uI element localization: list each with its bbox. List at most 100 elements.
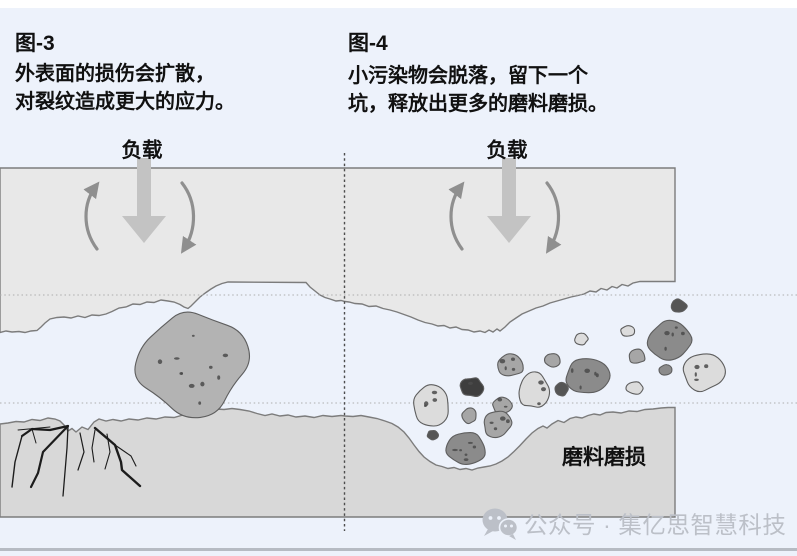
particle-speckle <box>584 368 590 373</box>
particle-speckle <box>188 383 195 388</box>
top-margin-strip <box>0 0 797 8</box>
lower-surface <box>0 406 676 518</box>
particle-speckle <box>459 449 462 452</box>
figure4-load-label: 负载 <box>487 138 528 162</box>
particle-speckle <box>464 453 468 456</box>
particle-speckle <box>209 365 213 369</box>
bottom-border-line <box>0 548 797 551</box>
particle-speckle <box>579 385 582 390</box>
particle-speckle <box>222 353 229 358</box>
particle-speckle <box>681 331 685 336</box>
wear-particle <box>459 377 485 398</box>
particle-speckle <box>694 372 697 377</box>
crack-line <box>20 424 70 438</box>
particle-speckle <box>432 398 438 402</box>
wear-particle <box>574 332 589 346</box>
particle-speckle <box>504 366 507 371</box>
particle-speckle <box>664 331 670 336</box>
wear-particle <box>682 353 726 393</box>
particle-speckle <box>664 346 667 351</box>
particle-speckle <box>674 326 678 329</box>
wear-particle <box>413 384 449 427</box>
crack-line <box>31 428 37 444</box>
particle-speckle <box>424 404 427 408</box>
wear-particle <box>134 311 250 419</box>
particle-speckle <box>217 375 221 380</box>
crack-line <box>17 426 51 431</box>
particle-field-right <box>413 298 726 466</box>
particle-speckle <box>537 402 541 406</box>
particle-speckle <box>198 401 202 405</box>
wear-particle <box>554 381 569 397</box>
wear-particle <box>497 353 524 377</box>
figure4-caption-line2: 坑，释放出更多的磨料磨损。 <box>348 91 608 115</box>
particle-speckle <box>431 390 438 395</box>
figure3-caption-line1: 外表面的损伤会扩散， <box>15 61 215 85</box>
figure4-label: 图-4 <box>348 32 388 55</box>
particle-speckle <box>570 368 574 373</box>
load-arrow-right <box>487 158 531 243</box>
rotation-arrow-right-down <box>545 181 562 254</box>
wear-particle <box>426 430 440 441</box>
particle-speckle <box>180 372 184 375</box>
crack-line <box>104 433 111 470</box>
crack-line <box>77 432 85 471</box>
particle-speckle <box>500 416 506 421</box>
particle-speckle <box>174 357 180 360</box>
watermark: 公众号 · 集亿思智慧科技 <box>482 508 786 540</box>
particle-field-left <box>134 311 250 419</box>
particle-speckle <box>594 371 597 376</box>
figure3-load-label: 负载 <box>122 138 163 162</box>
particle-speckle <box>499 359 506 364</box>
figure4-caption-line1: 小污染物会脱落，留下一个 <box>348 63 589 87</box>
particle-speckle <box>538 380 544 385</box>
wear-particle <box>620 325 636 337</box>
rotation-arrow-right-up <box>448 181 465 251</box>
particle-speckle <box>541 387 546 392</box>
wechat-icon <box>482 508 519 540</box>
particle-speckle <box>489 421 494 424</box>
wear-particle <box>445 432 486 466</box>
rotation-arrow-left-down <box>180 181 197 254</box>
particle-speckle <box>497 397 503 402</box>
particle-speckle <box>467 381 473 385</box>
load-arrow-left <box>122 158 166 243</box>
particle-speckle <box>472 445 477 449</box>
wear-particle <box>646 319 693 361</box>
wear-particle <box>492 396 513 415</box>
crack-line <box>62 426 69 497</box>
particle-speckle <box>511 357 515 361</box>
particle-speckle <box>157 359 163 365</box>
wear-particle <box>625 381 644 395</box>
watermark-text: 公众号 · 集亿思智慧科技 <box>524 512 786 538</box>
wear-particle <box>670 298 688 313</box>
crack-line <box>11 435 23 488</box>
figure3-label: 图-3 <box>15 32 55 55</box>
abrasive-wear-annotation: 磨料磨损 <box>562 446 646 469</box>
particle-speckle <box>671 332 674 337</box>
rotation-arrow-left-up <box>83 181 100 251</box>
wear-particle <box>565 358 611 394</box>
particle-speckle <box>694 378 699 381</box>
wear-particle <box>461 407 477 425</box>
crack-line <box>114 444 137 467</box>
crack-line <box>91 429 96 463</box>
particle-speckle <box>467 441 473 444</box>
particle-speckle <box>506 419 510 424</box>
wear-particle <box>543 353 561 368</box>
particle-speckle <box>511 367 516 371</box>
particle-speckle <box>200 381 205 387</box>
particle-speckle <box>704 364 709 369</box>
crack-line <box>29 424 70 489</box>
particle-speckle <box>694 364 700 370</box>
wear-particle <box>658 364 673 376</box>
figure3-caption-line2: 对裂纹造成更大的应力。 <box>15 89 235 113</box>
particle-speckle <box>493 427 498 431</box>
particle-speckle <box>463 458 469 461</box>
particle-speckle <box>452 448 458 452</box>
particle-speckle <box>503 405 508 408</box>
wear-particle <box>628 348 646 364</box>
crack-lines <box>11 424 142 497</box>
